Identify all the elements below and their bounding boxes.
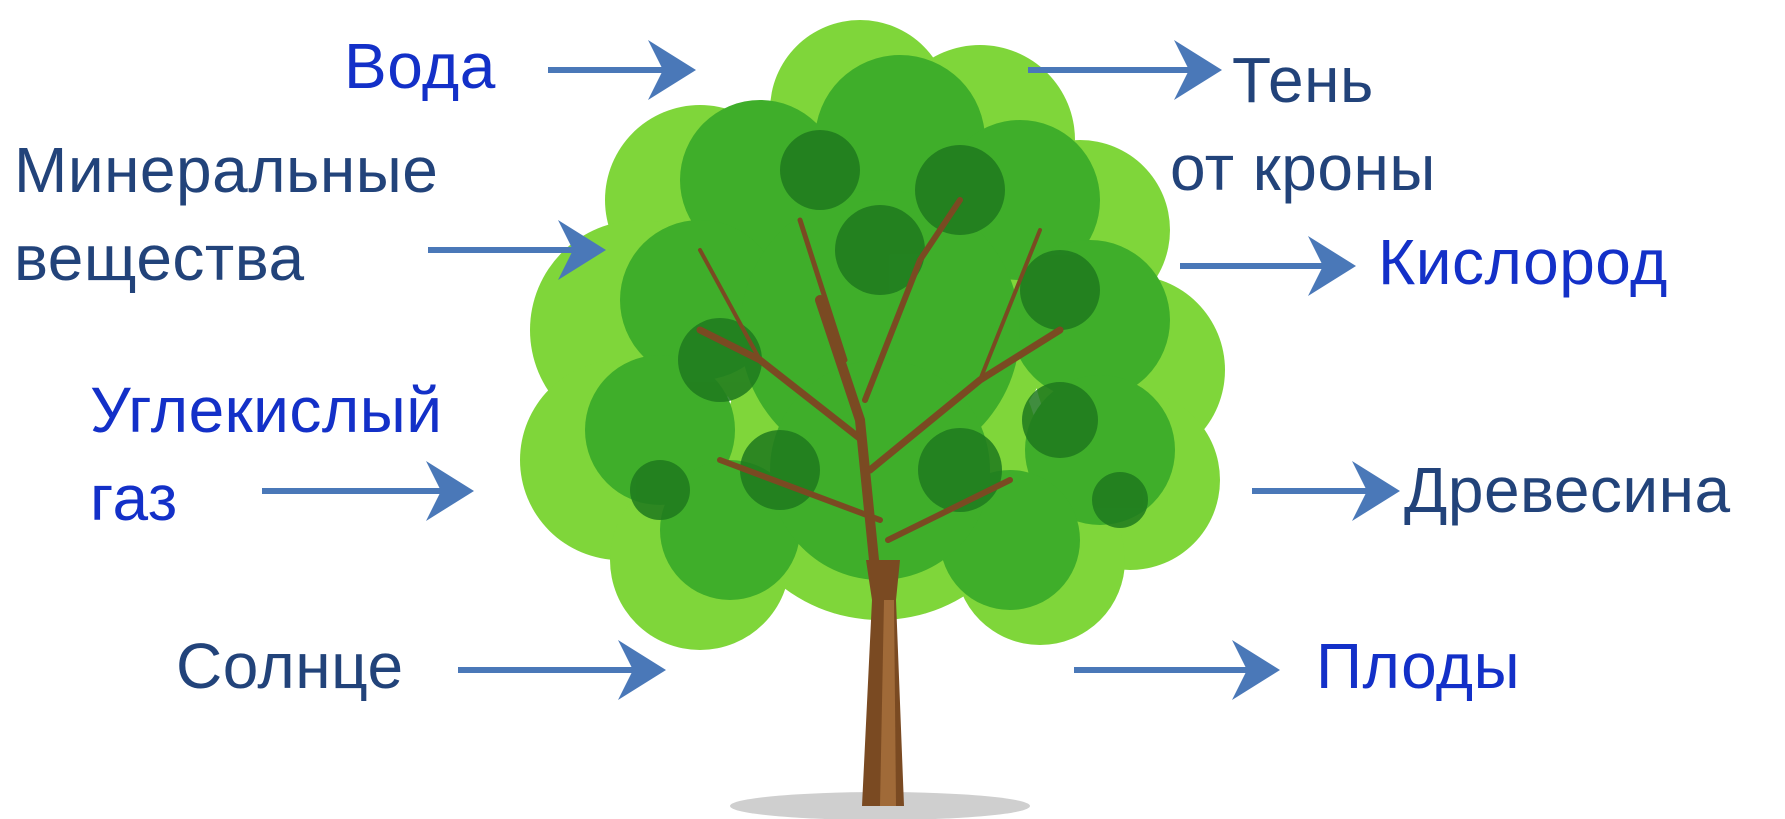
label-fruit-text: Плоды (1316, 630, 1521, 702)
label-wood: Древесина (1404, 446, 1731, 534)
label-co2-line1: Углекислый (90, 374, 443, 446)
label-shade: Тень от кроны (1170, 36, 1436, 212)
label-sun-text: Солнце (176, 630, 404, 702)
label-water-text: Вода (344, 30, 496, 102)
label-minerals: Минеральные вещества (14, 126, 438, 302)
label-water: Вода (344, 22, 496, 110)
label-co2-line2: газ (90, 462, 178, 534)
label-oxygen: Кислород (1378, 218, 1668, 306)
label-shade-line1: Тень (1232, 44, 1374, 116)
tree-icon (520, 20, 1225, 806)
label-co2: Углекислый газ (90, 366, 443, 542)
label-wood-text: Древесина (1404, 454, 1731, 526)
label-oxygen-text: Кислород (1378, 226, 1668, 298)
label-minerals-line2: вещества (14, 222, 305, 294)
label-sun: Солнце (176, 622, 404, 710)
label-fruit: Плоды (1316, 622, 1520, 710)
label-minerals-line1: Минеральные (14, 134, 439, 206)
label-shade-line2: от кроны (1170, 132, 1436, 204)
